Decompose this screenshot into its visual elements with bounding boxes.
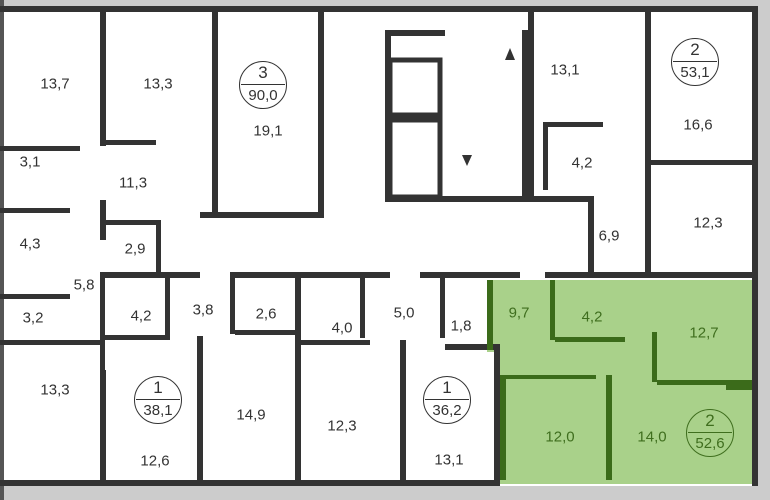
room-area: 3,1 [19,153,41,171]
room-area: 16,6 [683,116,713,134]
room-area: 14,9 [236,406,266,424]
apartment-rooms: 2 [673,39,717,62]
apartment-rooms: 2 [688,410,732,433]
room-area: 12,7 [689,324,719,342]
apartment-rooms: 1 [425,377,469,400]
room-area: 13,1 [434,451,464,469]
room-area: 2,6 [255,305,277,323]
room-area: 4,0 [331,319,353,337]
room-area: 12,6 [140,452,170,470]
apartment-area: 90,0 [248,87,278,104]
room-area: 13,1 [550,61,580,79]
room-area: 13,3 [143,75,173,93]
room-area: 4,2 [581,308,603,326]
room-area: 4,2 [571,154,593,172]
apartment-rooms: 3 [241,62,285,85]
room-area: 2,9 [124,240,146,258]
room-area: 11,3 [118,174,148,192]
stair-down-arrow-icon [462,155,472,166]
room-area: 19,1 [253,122,283,140]
room-area: 12,3 [693,214,723,232]
room-area: 13,3 [40,381,70,399]
apartment-area: 52,6 [695,435,725,452]
apartment-area: 38,1 [143,402,173,419]
room-area: 5,8 [73,276,95,294]
apartment-rooms: 1 [136,377,180,400]
room-area: 13,7 [40,75,70,93]
room-area: 6,9 [598,227,620,245]
room-area: 4,3 [19,235,41,253]
room-area: 3,8 [192,301,214,319]
apartment-area: 36,2 [432,402,462,419]
stair-up-arrow-icon [505,48,515,60]
room-area: 9,7 [508,304,530,322]
apartment-area: 53,1 [680,64,710,81]
room-area: 4,2 [130,307,152,325]
room-area: 12,0 [545,428,575,446]
room-area: 5,0 [393,304,415,322]
room-area: 14,0 [637,428,667,446]
room-area: 12,3 [327,417,357,435]
room-area: 3,2 [22,309,44,327]
room-area: 1,8 [450,317,472,335]
